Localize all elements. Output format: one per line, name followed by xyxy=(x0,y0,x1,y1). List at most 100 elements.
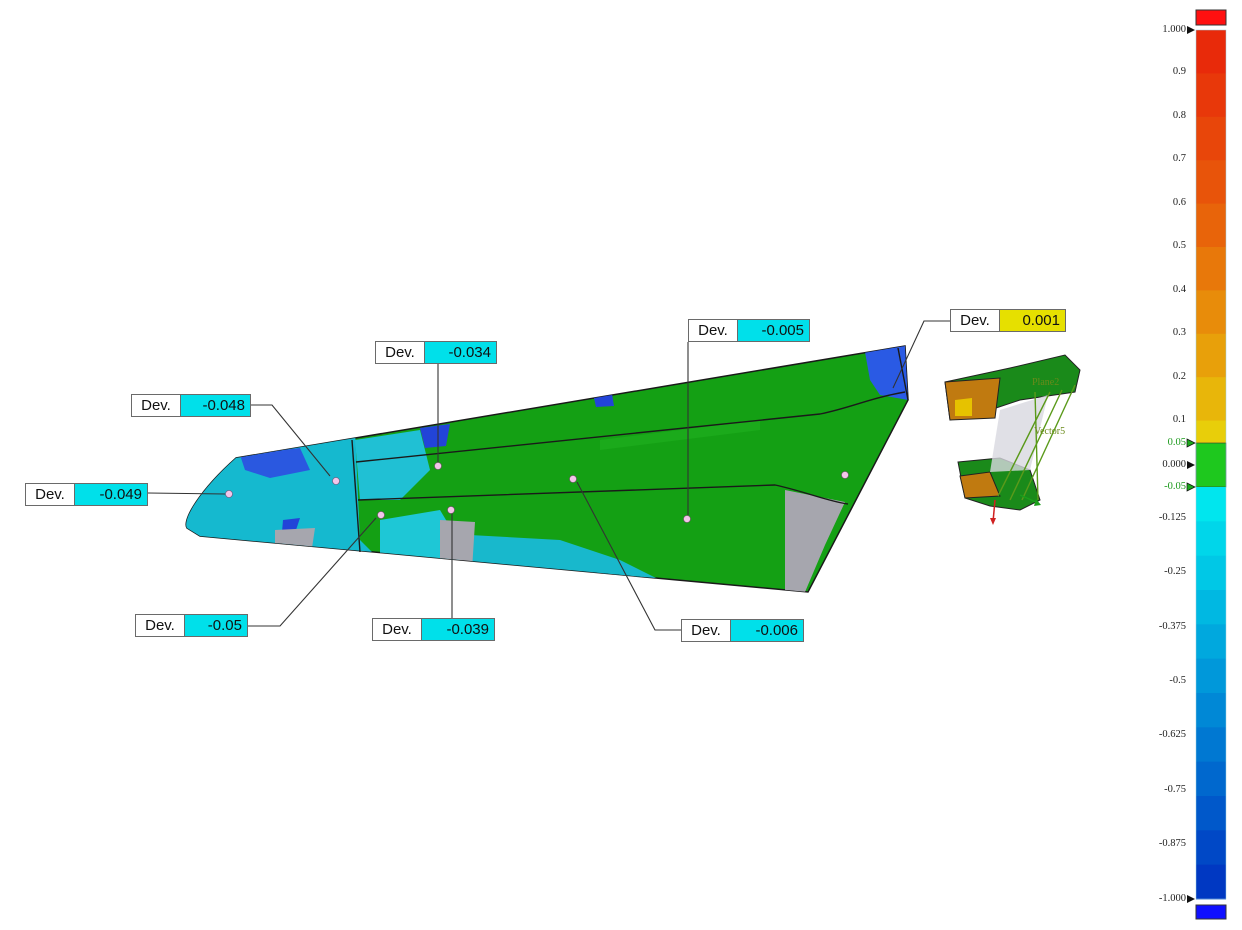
wing-surface[interactable] xyxy=(180,345,909,600)
color-bar-tick: 0.7 xyxy=(1172,153,1186,164)
color-bar-graphic xyxy=(1186,9,1227,920)
color-bar-segment xyxy=(1196,247,1226,291)
color-bar-tick: 0.6 xyxy=(1172,197,1186,208)
marker-lower-limit[interactable] xyxy=(1187,895,1195,903)
color-bar-segment xyxy=(1196,333,1226,378)
marker-nominal[interactable] xyxy=(1187,461,1195,469)
no-data-region xyxy=(440,520,475,570)
thumbnail-axis-green-arrow xyxy=(1034,499,1041,506)
deviation-callout[interactable]: Dev. -0.039 xyxy=(372,618,495,641)
color-bar-over-swatch xyxy=(1195,9,1227,26)
color-bar-markers[interactable] xyxy=(1186,26,1196,903)
thumbnail-part-lower-color xyxy=(959,471,1001,499)
measurement-point[interactable] xyxy=(377,511,385,519)
color-bar-segment xyxy=(1196,116,1226,161)
color-bar-segment xyxy=(1196,658,1226,694)
color-bar-tick: -0.125 xyxy=(1158,512,1186,523)
callout-label: Dev. xyxy=(376,342,425,363)
panel-line xyxy=(357,484,849,505)
color-bar-segment xyxy=(1196,73,1226,118)
marker-upper-tolerance[interactable] xyxy=(1186,438,1196,448)
leader-line xyxy=(248,517,377,627)
color-bar-tick: 0.9 xyxy=(1172,66,1186,77)
callout-label: Dev. xyxy=(951,310,1000,331)
no-data-region xyxy=(275,528,315,548)
color-bar-segment xyxy=(1196,377,1226,422)
marker-upper-limit[interactable] xyxy=(1187,26,1195,34)
color-bar-segment xyxy=(1196,487,1226,522)
measurement-point[interactable] xyxy=(225,490,233,498)
deviation-callout[interactable]: Dev. -0.006 xyxy=(681,619,804,642)
deviation-region-blue xyxy=(594,394,614,407)
callout-value: -0.005 xyxy=(738,320,809,341)
color-bar-tick: -0.375 xyxy=(1158,621,1186,632)
callout-value: 0.001 xyxy=(1000,310,1065,331)
deviation-callout[interactable]: Dev. 0.001 xyxy=(950,309,1066,332)
leader-lines xyxy=(147,320,950,631)
thumbnail-plane xyxy=(990,395,1048,472)
deviation-color-bar: 1.000 0.9 0.8 0.7 0.6 0.5 0.4 0.3 0.2 0.… xyxy=(1140,0,1242,930)
measurement-points[interactable] xyxy=(225,462,849,523)
marker-lower-tolerance[interactable] xyxy=(1186,482,1196,492)
color-bar-segment xyxy=(1196,160,1226,205)
measurement-point[interactable] xyxy=(332,477,340,485)
callout-value: -0.039 xyxy=(422,619,494,640)
thumbnail-axis-red-arrow xyxy=(990,518,996,525)
callout-label: Dev. xyxy=(373,619,422,640)
color-bar-tick: 0.1 xyxy=(1172,414,1186,425)
color-bar-under-swatch xyxy=(1195,904,1227,920)
color-bar-segment xyxy=(1196,761,1226,797)
color-bar-tick: 0.2 xyxy=(1172,371,1186,382)
deviation-callout[interactable]: Dev. -0.005 xyxy=(688,319,810,342)
thumbnail-part-upper-color xyxy=(944,377,1001,421)
deviation-region-blue xyxy=(282,518,300,532)
color-bar-tick: -0.05 xyxy=(1164,481,1186,492)
color-bar-segment xyxy=(1196,796,1226,831)
color-bar-segment xyxy=(1196,555,1226,591)
leader-line xyxy=(250,404,331,477)
deviation-callout[interactable]: Dev. -0.05 xyxy=(135,614,248,637)
color-bar-segment xyxy=(1196,624,1226,660)
color-bar-tick: 0.000 xyxy=(1162,459,1186,470)
thumbnail-label-vector: Vector5 xyxy=(1034,426,1065,437)
color-bar-tick: -1.000 xyxy=(1158,893,1186,904)
color-bar-segment xyxy=(1196,290,1226,335)
deviation-callout[interactable]: Dev. -0.034 xyxy=(375,341,497,364)
callout-label: Dev. xyxy=(136,615,185,636)
thumbnail-vector-line xyxy=(1021,384,1076,501)
deviation-region-blue xyxy=(420,424,450,448)
color-bar-tick: -0.25 xyxy=(1164,566,1186,577)
color-bar-tick: 0.05 xyxy=(1167,437,1186,448)
color-bar-segment xyxy=(1196,693,1226,728)
measurement-point[interactable] xyxy=(841,471,849,479)
color-bar-frame xyxy=(1195,29,1227,900)
color-bar-tolerance-band xyxy=(1195,442,1227,488)
color-bar-segments xyxy=(1195,30,1227,900)
part-thumbnail-view[interactable]: Plane2 Vector5 xyxy=(944,354,1081,525)
color-bar-tick: 0.8 xyxy=(1172,110,1186,121)
color-bar-segment xyxy=(1196,30,1226,74)
color-bar-segment xyxy=(1196,521,1226,557)
panel-line xyxy=(897,347,909,401)
callout-label: Dev. xyxy=(132,395,181,416)
measurement-point[interactable] xyxy=(683,515,691,523)
deviation-callout[interactable]: Dev. -0.048 xyxy=(131,394,251,417)
measurement-point[interactable] xyxy=(434,462,442,470)
color-bar-segment xyxy=(1196,864,1226,900)
measurement-point[interactable] xyxy=(569,475,577,483)
callout-label: Dev. xyxy=(689,320,738,341)
deviation-region-lightgreen xyxy=(600,420,760,450)
thumbnail-vector-line xyxy=(997,391,1051,497)
callout-value: -0.034 xyxy=(425,342,496,363)
deviation-region-cyan xyxy=(355,430,430,500)
deviation-region-blue xyxy=(240,448,310,478)
callout-value: -0.006 xyxy=(731,620,803,641)
deviation-scene[interactable]: Plane2 Vector5 xyxy=(0,0,1140,930)
thumbnail-label-plane: Plane2 xyxy=(1032,377,1059,388)
measurement-point[interactable] xyxy=(447,506,455,514)
deviation-callout[interactable]: Dev. -0.049 xyxy=(25,483,148,506)
callout-value: -0.05 xyxy=(185,615,247,636)
color-bar-tick: -0.625 xyxy=(1158,729,1186,740)
callout-value: -0.049 xyxy=(75,484,147,505)
